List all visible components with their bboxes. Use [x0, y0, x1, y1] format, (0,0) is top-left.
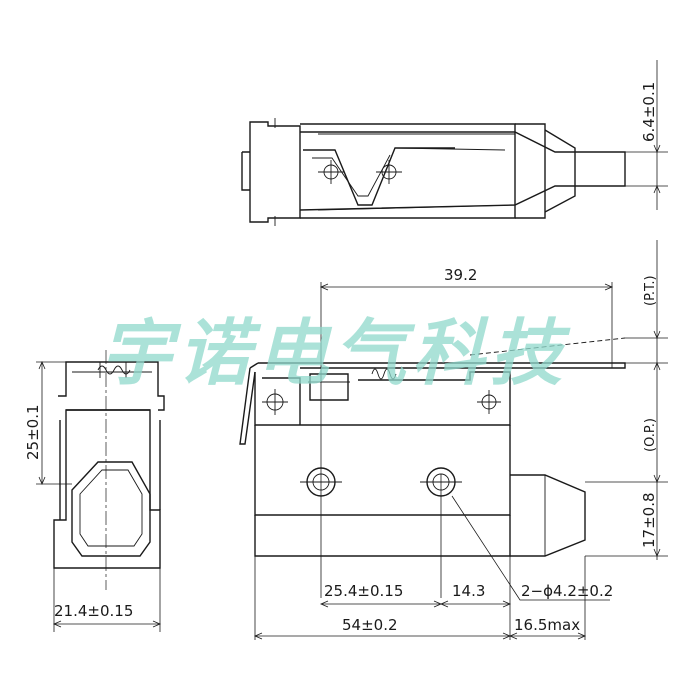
dim-hole-offset: 14.3	[452, 582, 485, 600]
dim-width: 21.4±0.15	[54, 602, 133, 620]
dim-holes: 2−ϕ4.2±0.2	[521, 582, 613, 600]
dim-plunger-height: 17±0.8	[640, 492, 658, 548]
dim-operating-position: (O.P.)	[643, 418, 658, 452]
dim-pretravel: (P.T.)	[643, 275, 658, 306]
dim-plunger-length: 16.5max	[514, 616, 580, 634]
front-view	[239, 240, 668, 640]
dim-lever-length: 39.2	[444, 266, 477, 284]
top-view	[241, 60, 668, 226]
dim-body-length: 54±0.2	[342, 616, 398, 634]
dim-hole-spacing: 25.4±0.15	[324, 582, 403, 600]
side-view	[36, 350, 165, 632]
dim-thickness: 6.4±0.1	[640, 82, 658, 142]
dim-height: 25±0.1	[24, 404, 42, 460]
watermark-text: 宇诺电气科技	[100, 310, 571, 395]
